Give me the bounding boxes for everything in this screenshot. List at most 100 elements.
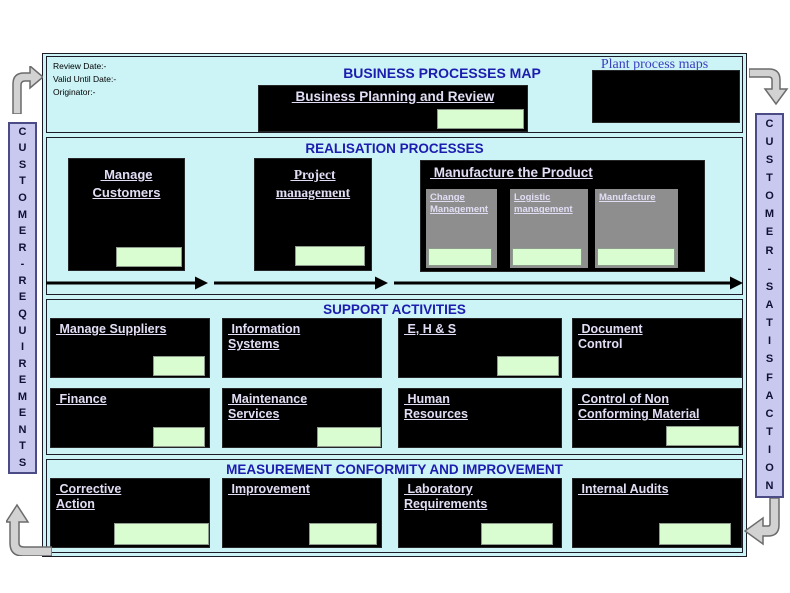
- channel-letter: S: [765, 353, 774, 366]
- channel-letter: I: [767, 335, 772, 348]
- human-resources-box: Human Resources: [398, 388, 562, 448]
- channel-letter: O: [18, 192, 27, 205]
- channel-letter: M: [17, 390, 28, 403]
- channel-letter: C: [18, 125, 27, 138]
- channel-letter: R: [18, 357, 27, 370]
- support-title: SUPPORT ACTIVITIES: [323, 302, 466, 317]
- channel-letter: C: [765, 407, 774, 420]
- finance-box: Finance: [50, 388, 210, 448]
- manufacture-product-link[interactable]: Manufacture the Product: [430, 165, 593, 180]
- control-non-conforming-link[interactable]: Control of Non: [578, 392, 669, 406]
- maintenance-services-link-line2[interactable]: Services: [228, 407, 280, 422]
- maintenance-services-indicator: [317, 427, 381, 447]
- improvement-link[interactable]: Improvement: [228, 482, 310, 496]
- finance-indicator: [153, 427, 205, 447]
- project-management-indicator: [295, 246, 365, 266]
- channel-letter: E: [18, 374, 27, 387]
- project-management-box: Project management: [254, 158, 372, 271]
- channel-letter: S: [18, 158, 27, 171]
- channel-letter: N: [765, 480, 774, 493]
- ehs-link[interactable]: E, H & S: [404, 322, 457, 336]
- channel-letter: C: [765, 117, 774, 130]
- originator-label: Originator:-: [53, 87, 96, 97]
- page-title: BUSINESS PROCESSES MAP: [343, 65, 541, 81]
- control-non-conforming-box: Control of Non Conforming Material: [572, 388, 742, 448]
- laboratory-requirements-indicator: [481, 523, 553, 545]
- improvement-indicator: [309, 523, 377, 545]
- control-non-conforming-indicator: [666, 426, 739, 446]
- channel-letter: M: [764, 208, 775, 221]
- internal-audits-box: Internal Audits: [572, 478, 742, 548]
- bottom-right-return-arrow: [743, 498, 780, 546]
- manage-customers-link[interactable]: Manage: [100, 167, 153, 182]
- realisation-title: REALISATION PROCESSES: [305, 141, 484, 156]
- corrective-action-link-line2[interactable]: Action: [56, 497, 95, 512]
- manufacture-indicator: [597, 248, 675, 266]
- channel-letter: I: [767, 444, 772, 457]
- ehs-box: E, H & S: [398, 318, 562, 378]
- channel-letter: T: [19, 440, 26, 453]
- human-resources-link-line2[interactable]: Resources: [404, 407, 468, 422]
- improvement-box: Improvement: [222, 478, 382, 548]
- business-planning-link[interactable]: Business Planning and Review: [291, 89, 495, 104]
- manage-customers-link-line2[interactable]: Customers: [92, 184, 161, 200]
- channel-letter: -: [20, 258, 25, 271]
- satisfaction-out-arrow: [749, 68, 789, 106]
- channel-letter: T: [19, 175, 26, 188]
- business-planning-indicator: [437, 109, 524, 129]
- project-management-link-line2[interactable]: management: [275, 185, 351, 201]
- channel-letter: R: [18, 241, 27, 254]
- human-resources-link[interactable]: Human: [404, 392, 450, 406]
- laboratory-requirements-link[interactable]: Laboratory: [404, 482, 473, 496]
- document-control-link-line2[interactable]: Control: [578, 337, 623, 352]
- channel-letter: U: [765, 135, 774, 148]
- ehs-indicator: [497, 356, 559, 376]
- channel-letter: E: [765, 226, 774, 239]
- channel-letter: E: [18, 291, 27, 304]
- review-date-label: Review Date:-: [53, 61, 107, 71]
- plant-process-maps-title: Plant process maps: [600, 57, 709, 72]
- manufacture-product-box: Manufacture the Product Change Managemen…: [420, 160, 705, 272]
- internal-audits-indicator: [659, 523, 731, 545]
- manage-suppliers-link[interactable]: Manage Suppliers: [56, 322, 167, 336]
- project-management-link[interactable]: Project: [290, 167, 336, 182]
- logistic-management-link-line2[interactable]: management: [514, 204, 573, 216]
- channel-letter: T: [766, 425, 773, 438]
- channel-letter: O: [765, 190, 774, 203]
- change-management-link-line2[interactable]: Management: [430, 204, 489, 216]
- maintenance-services-box: Maintenance Services: [222, 388, 382, 448]
- business-planning-box: Business Planning and Review: [258, 85, 528, 132]
- laboratory-requirements-link-line2[interactable]: Requirements: [404, 497, 488, 512]
- logistic-management-indicator: [512, 248, 582, 266]
- manage-suppliers-box: Manage Suppliers: [50, 318, 210, 378]
- channel-letter: M: [17, 208, 28, 221]
- information-systems-link[interactable]: Information: [228, 322, 301, 336]
- change-management-box: Change Management: [426, 189, 497, 268]
- maintenance-services-link[interactable]: Maintenance: [228, 392, 308, 406]
- plant-process-maps-box[interactable]: [592, 70, 740, 123]
- bottom-left-return-arrow: [6, 503, 52, 556]
- information-systems-box: Information Systems: [222, 318, 382, 378]
- corrective-action-link[interactable]: Corrective: [56, 482, 122, 496]
- channel-letter: R: [765, 244, 774, 257]
- information-systems-link-line2[interactable]: Systems: [228, 337, 280, 352]
- channel-letter: E: [18, 407, 27, 420]
- channel-letter: A: [765, 298, 774, 311]
- channel-letter: U: [18, 142, 27, 155]
- manufacture-link[interactable]: Manufacture: [599, 192, 656, 203]
- finance-link[interactable]: Finance: [56, 392, 107, 406]
- internal-audits-link[interactable]: Internal Audits: [578, 482, 669, 496]
- manage-customers-indicator: [116, 247, 182, 267]
- change-management-indicator: [428, 248, 492, 266]
- document-control-link[interactable]: Document: [578, 322, 643, 336]
- channel-letter: S: [765, 280, 774, 293]
- channel-letter: N: [18, 423, 27, 436]
- channel-letter: O: [765, 462, 774, 475]
- control-non-conforming-link-line2[interactable]: Conforming Material: [578, 407, 700, 422]
- manage-customers-box: Manage Customers: [68, 158, 185, 271]
- channel-letter: F: [766, 371, 773, 384]
- logistic-management-link[interactable]: Logistic: [514, 192, 551, 203]
- change-management-link[interactable]: Change: [430, 192, 465, 203]
